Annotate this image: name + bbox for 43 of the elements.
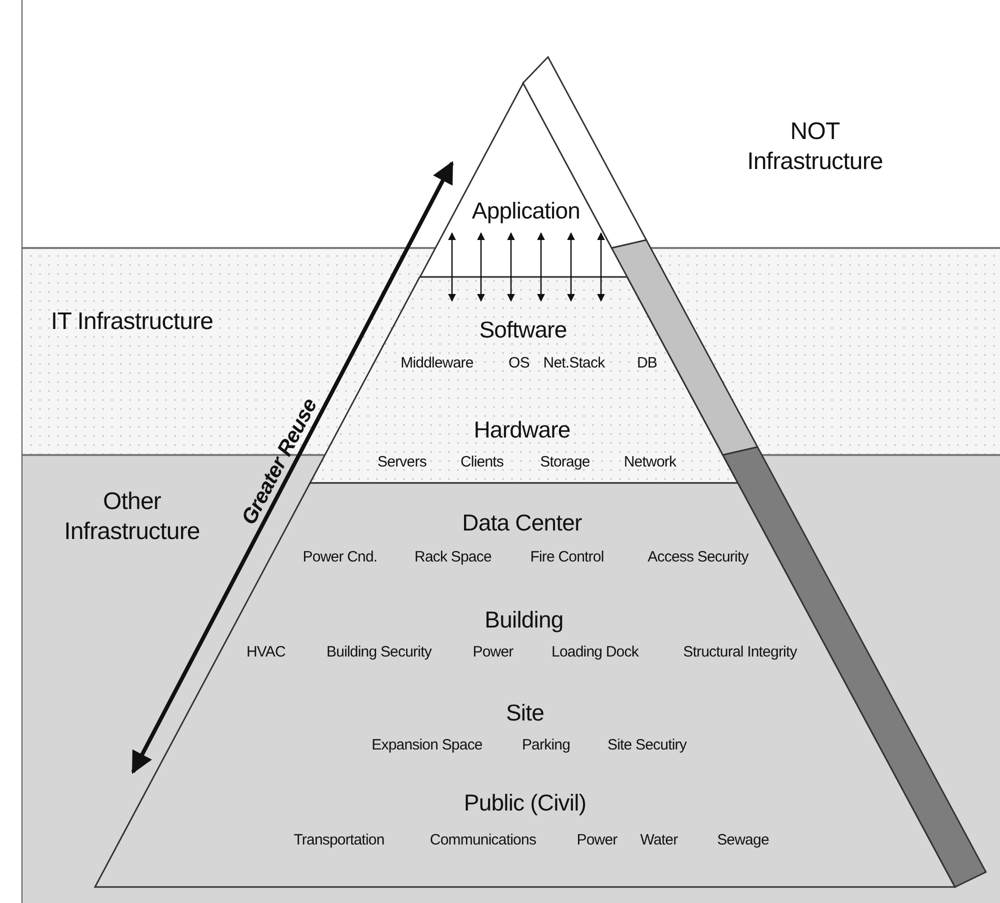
component-label: OS: [508, 354, 530, 372]
component-label: Sewage: [717, 832, 769, 848]
double-arrow: [477, 232, 485, 302]
component-label: Storage: [540, 454, 590, 470]
component-label: Power: [472, 644, 514, 660]
band-label: NOT Infrastructure: [746, 117, 884, 177]
component-label: Site Secutiry: [607, 736, 686, 754]
layer-title: Site: [506, 700, 544, 726]
layer-title: Public (Civil): [464, 790, 586, 816]
layer-title: Software: [479, 316, 567, 344]
double-arrow: [448, 232, 456, 302]
double-arrow: [567, 232, 575, 302]
component-label: Water: [640, 832, 678, 848]
component-label: Network: [624, 454, 676, 470]
double-arrow: [537, 232, 545, 302]
component-label: DB: [636, 354, 657, 372]
component-label: Transportation: [294, 832, 384, 848]
band-label: IT Infrastructure: [50, 307, 214, 337]
component-label: HVAC: [246, 644, 286, 660]
layer-title: Data Center: [462, 510, 582, 536]
double-arrow: [507, 232, 515, 302]
component-label: Power: [576, 832, 618, 848]
component-label: Expansion Space: [372, 736, 482, 754]
component-label: Access Security: [648, 548, 748, 566]
double-arrow: [131, 161, 454, 774]
component-label: Clients: [460, 454, 504, 470]
component-label: Structural Integrity: [683, 644, 797, 660]
component-label: Servers: [378, 454, 426, 470]
layer-title: Application: [472, 198, 580, 224]
layer-title: Building: [484, 606, 564, 634]
component-label: Communications: [430, 832, 536, 848]
component-label: Fire Control: [530, 548, 604, 566]
double-arrow: [597, 232, 605, 302]
component-label: Net.Stack: [543, 354, 605, 372]
layer-title: Hardware: [474, 416, 570, 444]
component-label: Power Cnd.: [302, 548, 378, 566]
component-label: Middleware: [400, 354, 474, 372]
component-label: Parking: [522, 736, 570, 754]
component-label: Loading Dock: [552, 644, 638, 660]
component-label: Building Security: [326, 644, 432, 660]
pyramid-layer: [420, 83, 628, 277]
band-label: Other Infrastructure: [63, 487, 201, 547]
component-label: Rack Space: [414, 548, 492, 566]
